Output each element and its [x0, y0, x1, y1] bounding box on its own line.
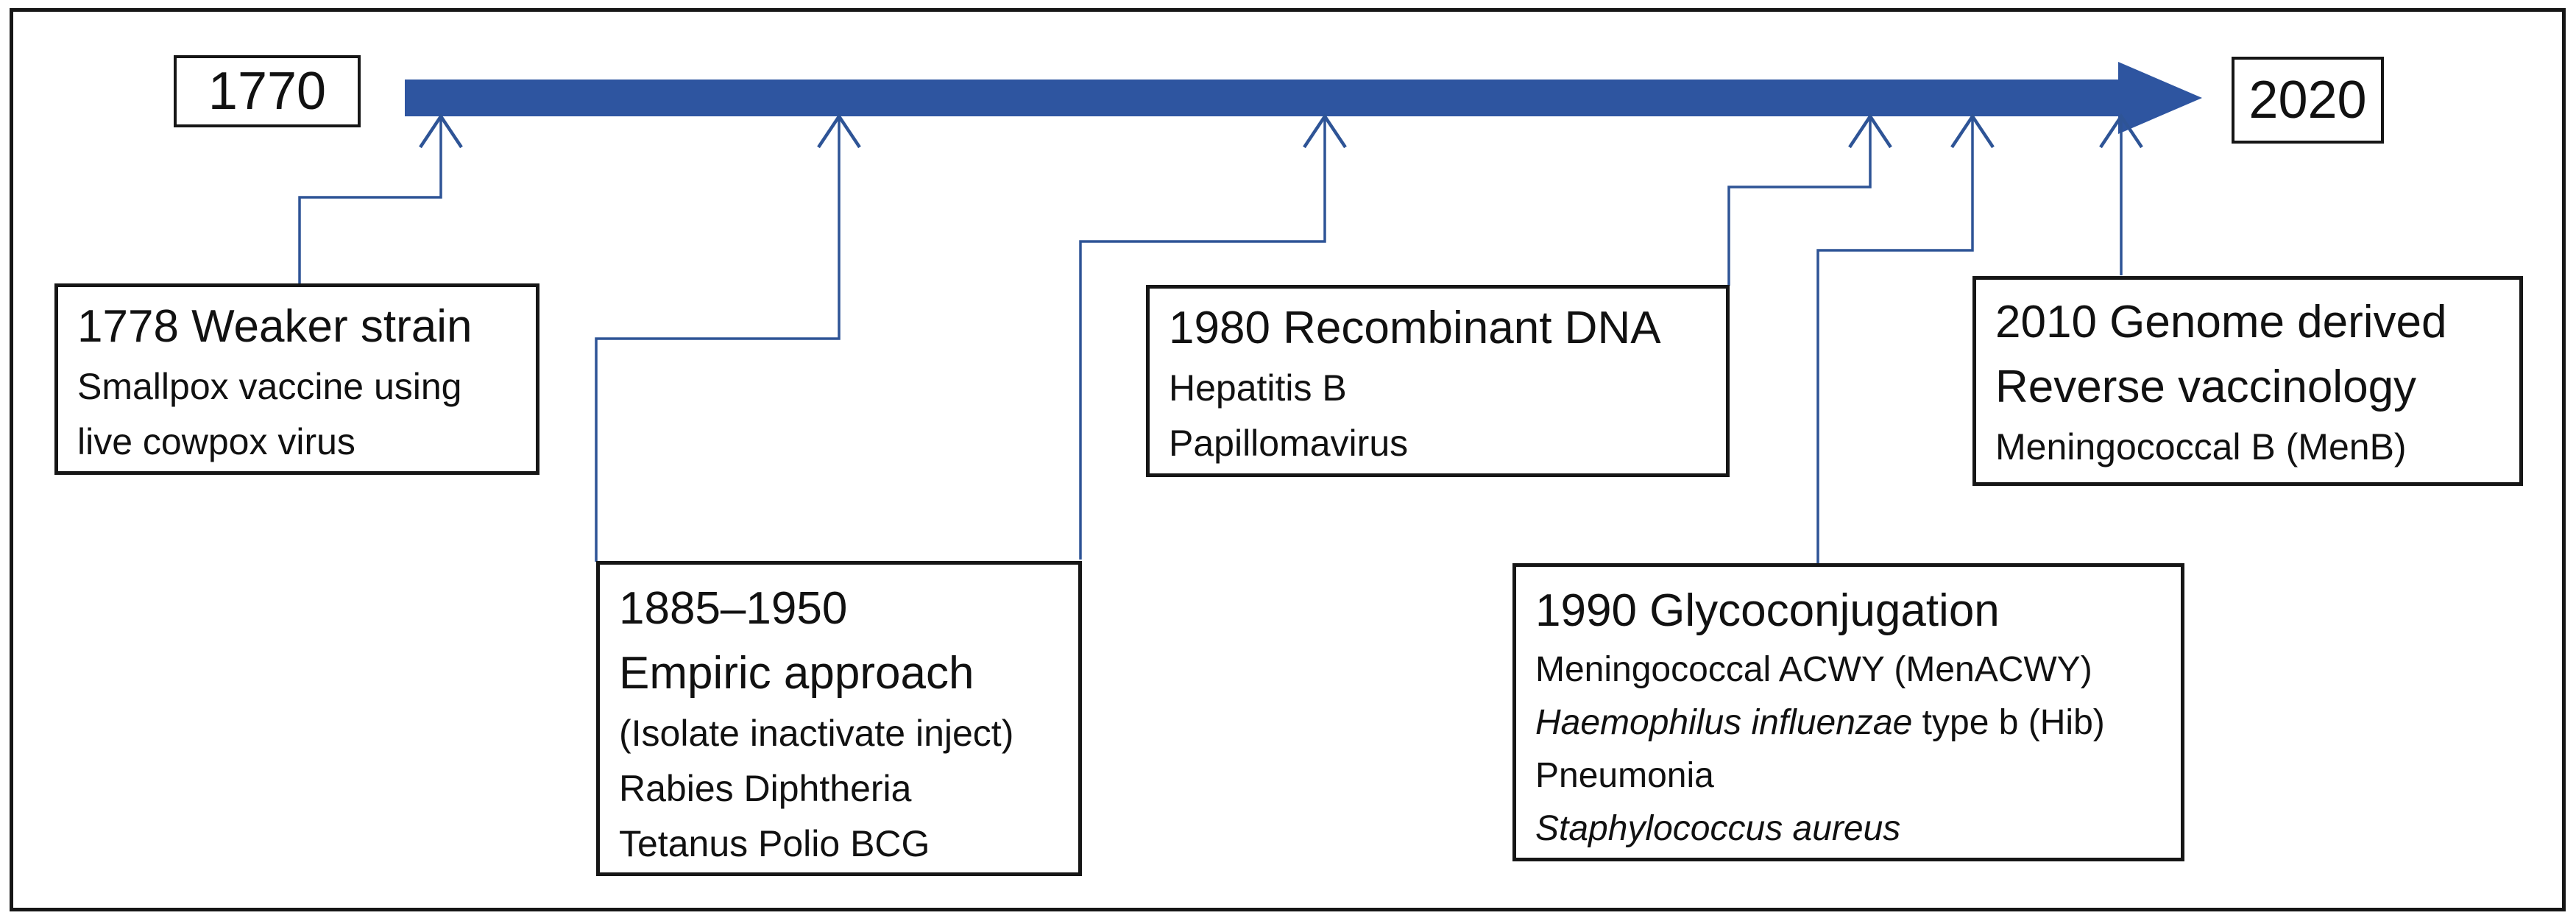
event-box-1885-1950: 1885–1950 Empiric approach (Isolate inac… [596, 561, 1082, 876]
up-arrowhead-icon [1303, 113, 1347, 149]
event-title: 1990 Glycoconjugation [1535, 585, 2000, 636]
up-arrowhead-icon [1950, 113, 1995, 149]
up-arrowhead-icon [817, 113, 861, 149]
year-end-label: 2020 [2248, 71, 2367, 130]
event-line: Staphylococcus aureus [1535, 809, 1901, 849]
timeline-arrow-head [2118, 62, 2202, 134]
event-line: Meningococcal ACWY (MenACWY) [1535, 650, 2092, 690]
event-title: 1778 Weaker strain [77, 301, 473, 352]
year-end-box: 2020 [2232, 57, 2384, 144]
connector-1990 [1816, 118, 1974, 564]
timeline-arrow-body [405, 80, 2131, 116]
connector-1885-start [595, 118, 841, 562]
connector-1885-end [1079, 118, 1326, 560]
event-line: (Isolate inactivate inject) [619, 713, 1014, 755]
event-line: Meningococcal B (MenB) [1995, 426, 2407, 468]
event-subtitle: Reverse vaccinology [1995, 361, 2417, 413]
connector-1980 [1727, 118, 1872, 286]
up-arrowhead-icon [1848, 113, 1892, 149]
event-title: 1980 Recombinant DNA [1169, 303, 1661, 353]
event-box-1778: 1778 Weaker strain Smallpox vaccine usin… [54, 283, 539, 475]
connector-1778 [298, 118, 442, 283]
year-start-label: 1770 [208, 62, 327, 121]
event-line: Haemophilus influenzae type b (Hib) [1535, 703, 2105, 743]
figure-frame [10, 8, 2566, 911]
event-title: 1885–1950 [619, 583, 848, 634]
event-box-1990: 1990 Glycoconjugation Meningococcal ACWY… [1512, 563, 2184, 861]
up-arrowhead-icon [2099, 113, 2143, 149]
year-start-box: 1770 [174, 55, 361, 127]
event-line: Tetanus Polio BCG [619, 823, 930, 865]
event-line: Hepatitis B [1169, 367, 1347, 409]
event-line: live cowpox virus [77, 421, 355, 463]
event-box-2010: 2010 Genome derived Reverse vaccinology … [1972, 276, 2523, 486]
event-line: Pneumonia [1535, 756, 1714, 796]
event-subtitle: Empiric approach [619, 648, 974, 699]
event-title: 2010 Genome derived [1995, 297, 2447, 347]
event-line: Smallpox vaccine using [77, 366, 462, 408]
event-line: Rabies Diphtheria [619, 768, 912, 810]
event-box-1980: 1980 Recombinant DNA Hepatitis B Papillo… [1146, 285, 1730, 477]
up-arrowhead-icon [419, 113, 463, 149]
event-line: Papillomavirus [1169, 423, 1409, 465]
